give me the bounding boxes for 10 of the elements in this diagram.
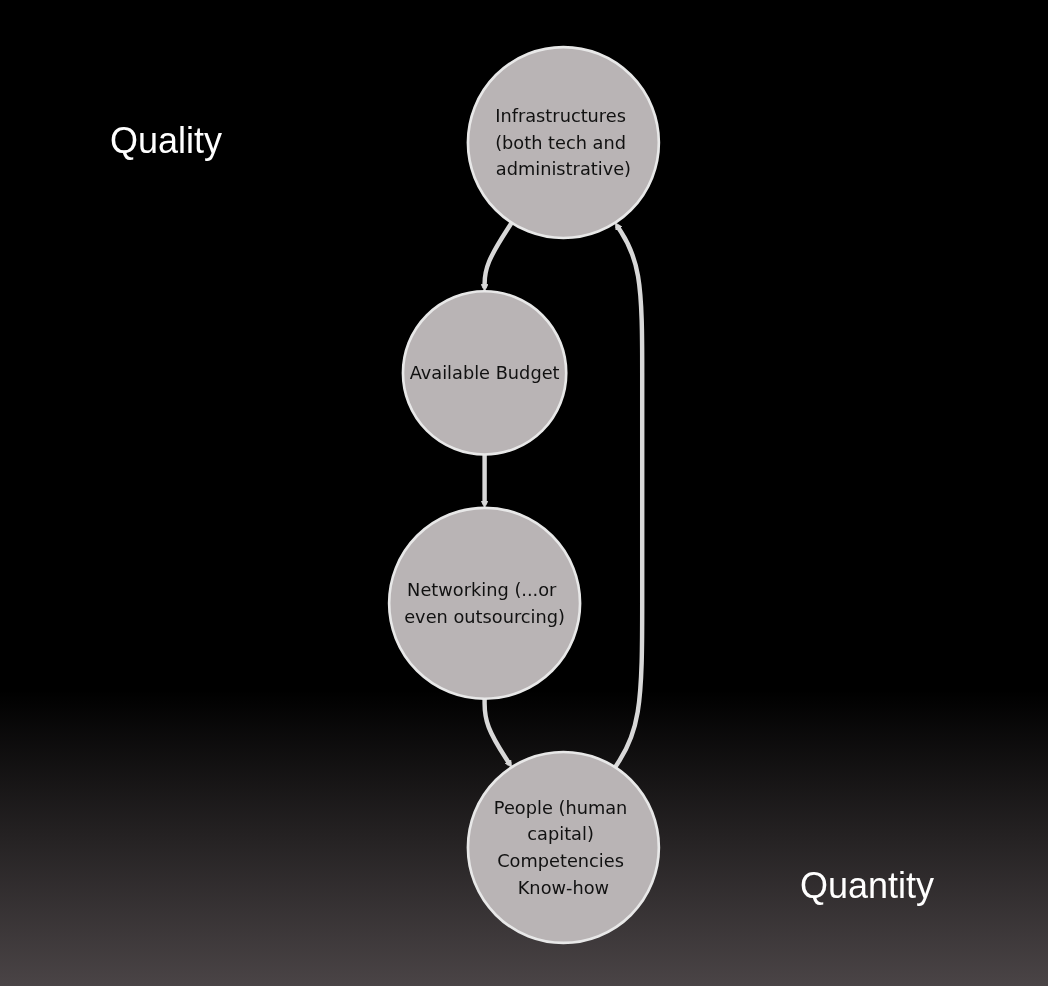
node-circle: Infrastructures (both tech and administrative): [466, 45, 661, 240]
arrow: [480, 221, 514, 292]
bracket-label: Quantity: [800, 865, 935, 907]
arrow: [480, 454, 489, 509]
node-circle: Networking (...or even outsourcing): [387, 506, 582, 701]
arrow: [482, 698, 512, 768]
node-circle: People (human capital) Competencies Know-how: [466, 750, 661, 945]
arrow: [613, 222, 645, 769]
bracket-label: Quality: [110, 120, 223, 162]
node-circle: Available Budget: [401, 289, 568, 456]
